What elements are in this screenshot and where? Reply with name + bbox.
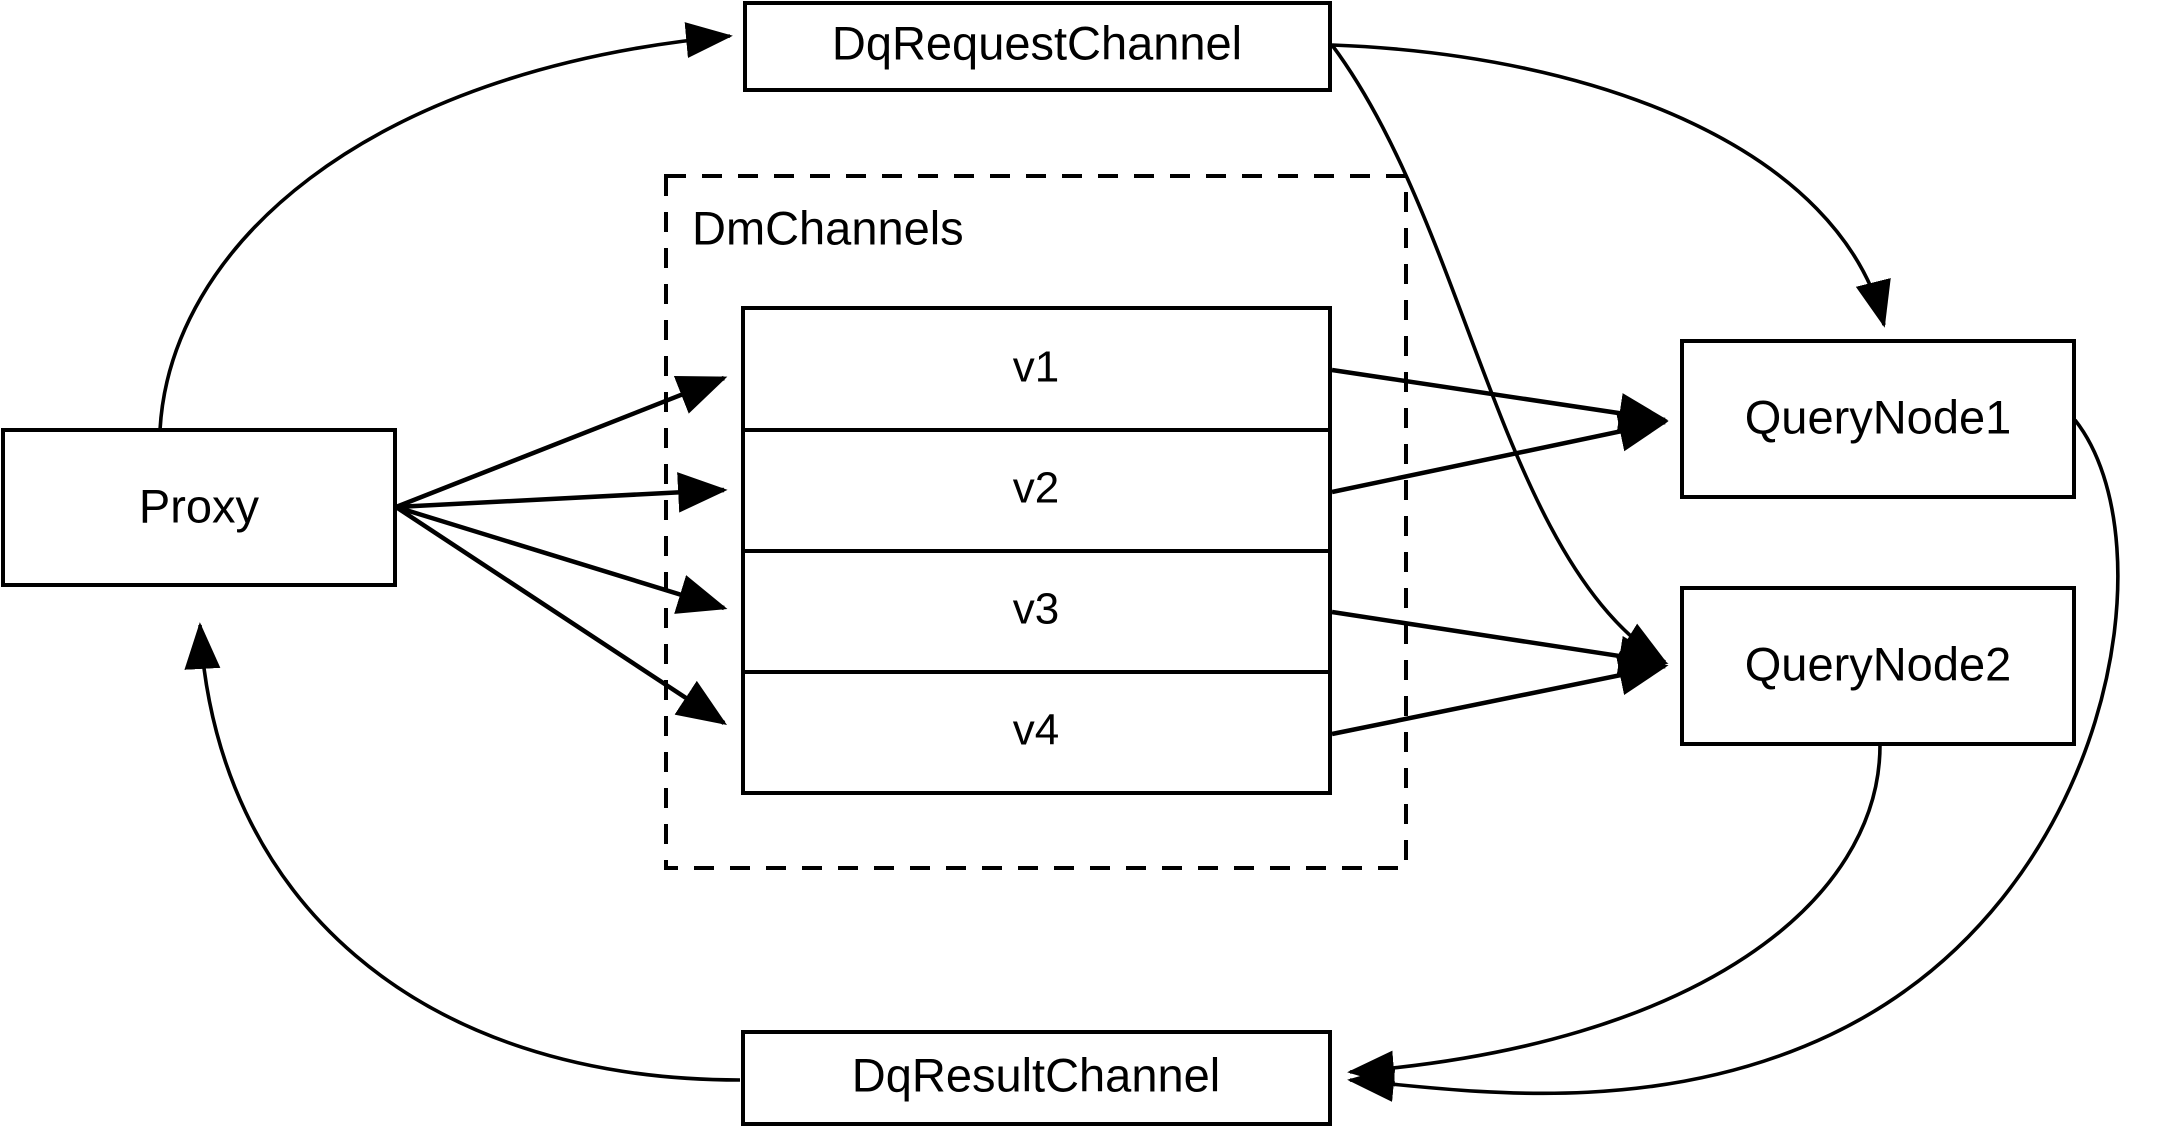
edge-proxy-to-v1 bbox=[395, 375, 728, 510]
edge-proxy-to-v4 bbox=[394, 505, 728, 725]
edge-dqresultchannel-to-proxy bbox=[184, 622, 741, 1082]
edge-dqrequestchannel-to-querynode1 bbox=[1331, 43, 1891, 328]
node-label-dqrequestchannel: DqRequestChannel bbox=[832, 16, 1242, 69]
dmchannels-group-label: DmChannels bbox=[692, 201, 964, 254]
edge-querynode2-to-dqresultchannel bbox=[1347, 744, 1882, 1087]
shard-label-v4: v4 bbox=[1013, 706, 1059, 755]
dmchannels-group-box bbox=[664, 174, 1408, 870]
edge-proxy-to-dqrequestchannel bbox=[158, 22, 733, 431]
node-dqresultchannel[interactable] bbox=[741, 1030, 1332, 1126]
node-label-proxy: Proxy bbox=[139, 479, 260, 532]
edge-v2-to-querynode1 bbox=[1331, 411, 1669, 495]
node-querynode1[interactable] bbox=[1680, 339, 2076, 499]
edge-v3-to-querynode2 bbox=[1331, 609, 1669, 677]
shard-label-v3: v3 bbox=[1013, 585, 1059, 634]
node-dqrequestchannel[interactable] bbox=[743, 1, 1332, 92]
node-proxy[interactable] bbox=[1, 428, 397, 587]
edge-proxy-to-v2 bbox=[395, 472, 728, 513]
node-label-querynode1: QueryNode1 bbox=[1745, 390, 2012, 443]
shard-label-v1: v1 bbox=[1013, 343, 1059, 392]
node-querynode2[interactable] bbox=[1680, 586, 2076, 746]
edge-dqrequestchannel-to-querynode2 bbox=[1330, 43, 1668, 664]
edge-v4-to-querynode2 bbox=[1331, 655, 1669, 737]
edge-querynode1-to-dqresultchannel bbox=[1347, 418, 2120, 1102]
shard-label-v2: v2 bbox=[1013, 464, 1059, 513]
node-label-querynode2: QueryNode2 bbox=[1745, 637, 2012, 690]
edge-proxy-to-v3 bbox=[395, 504, 728, 614]
node-label-dqresultchannel: DqResultChannel bbox=[852, 1048, 1220, 1101]
edge-v1-to-querynode1 bbox=[1331, 367, 1669, 434]
